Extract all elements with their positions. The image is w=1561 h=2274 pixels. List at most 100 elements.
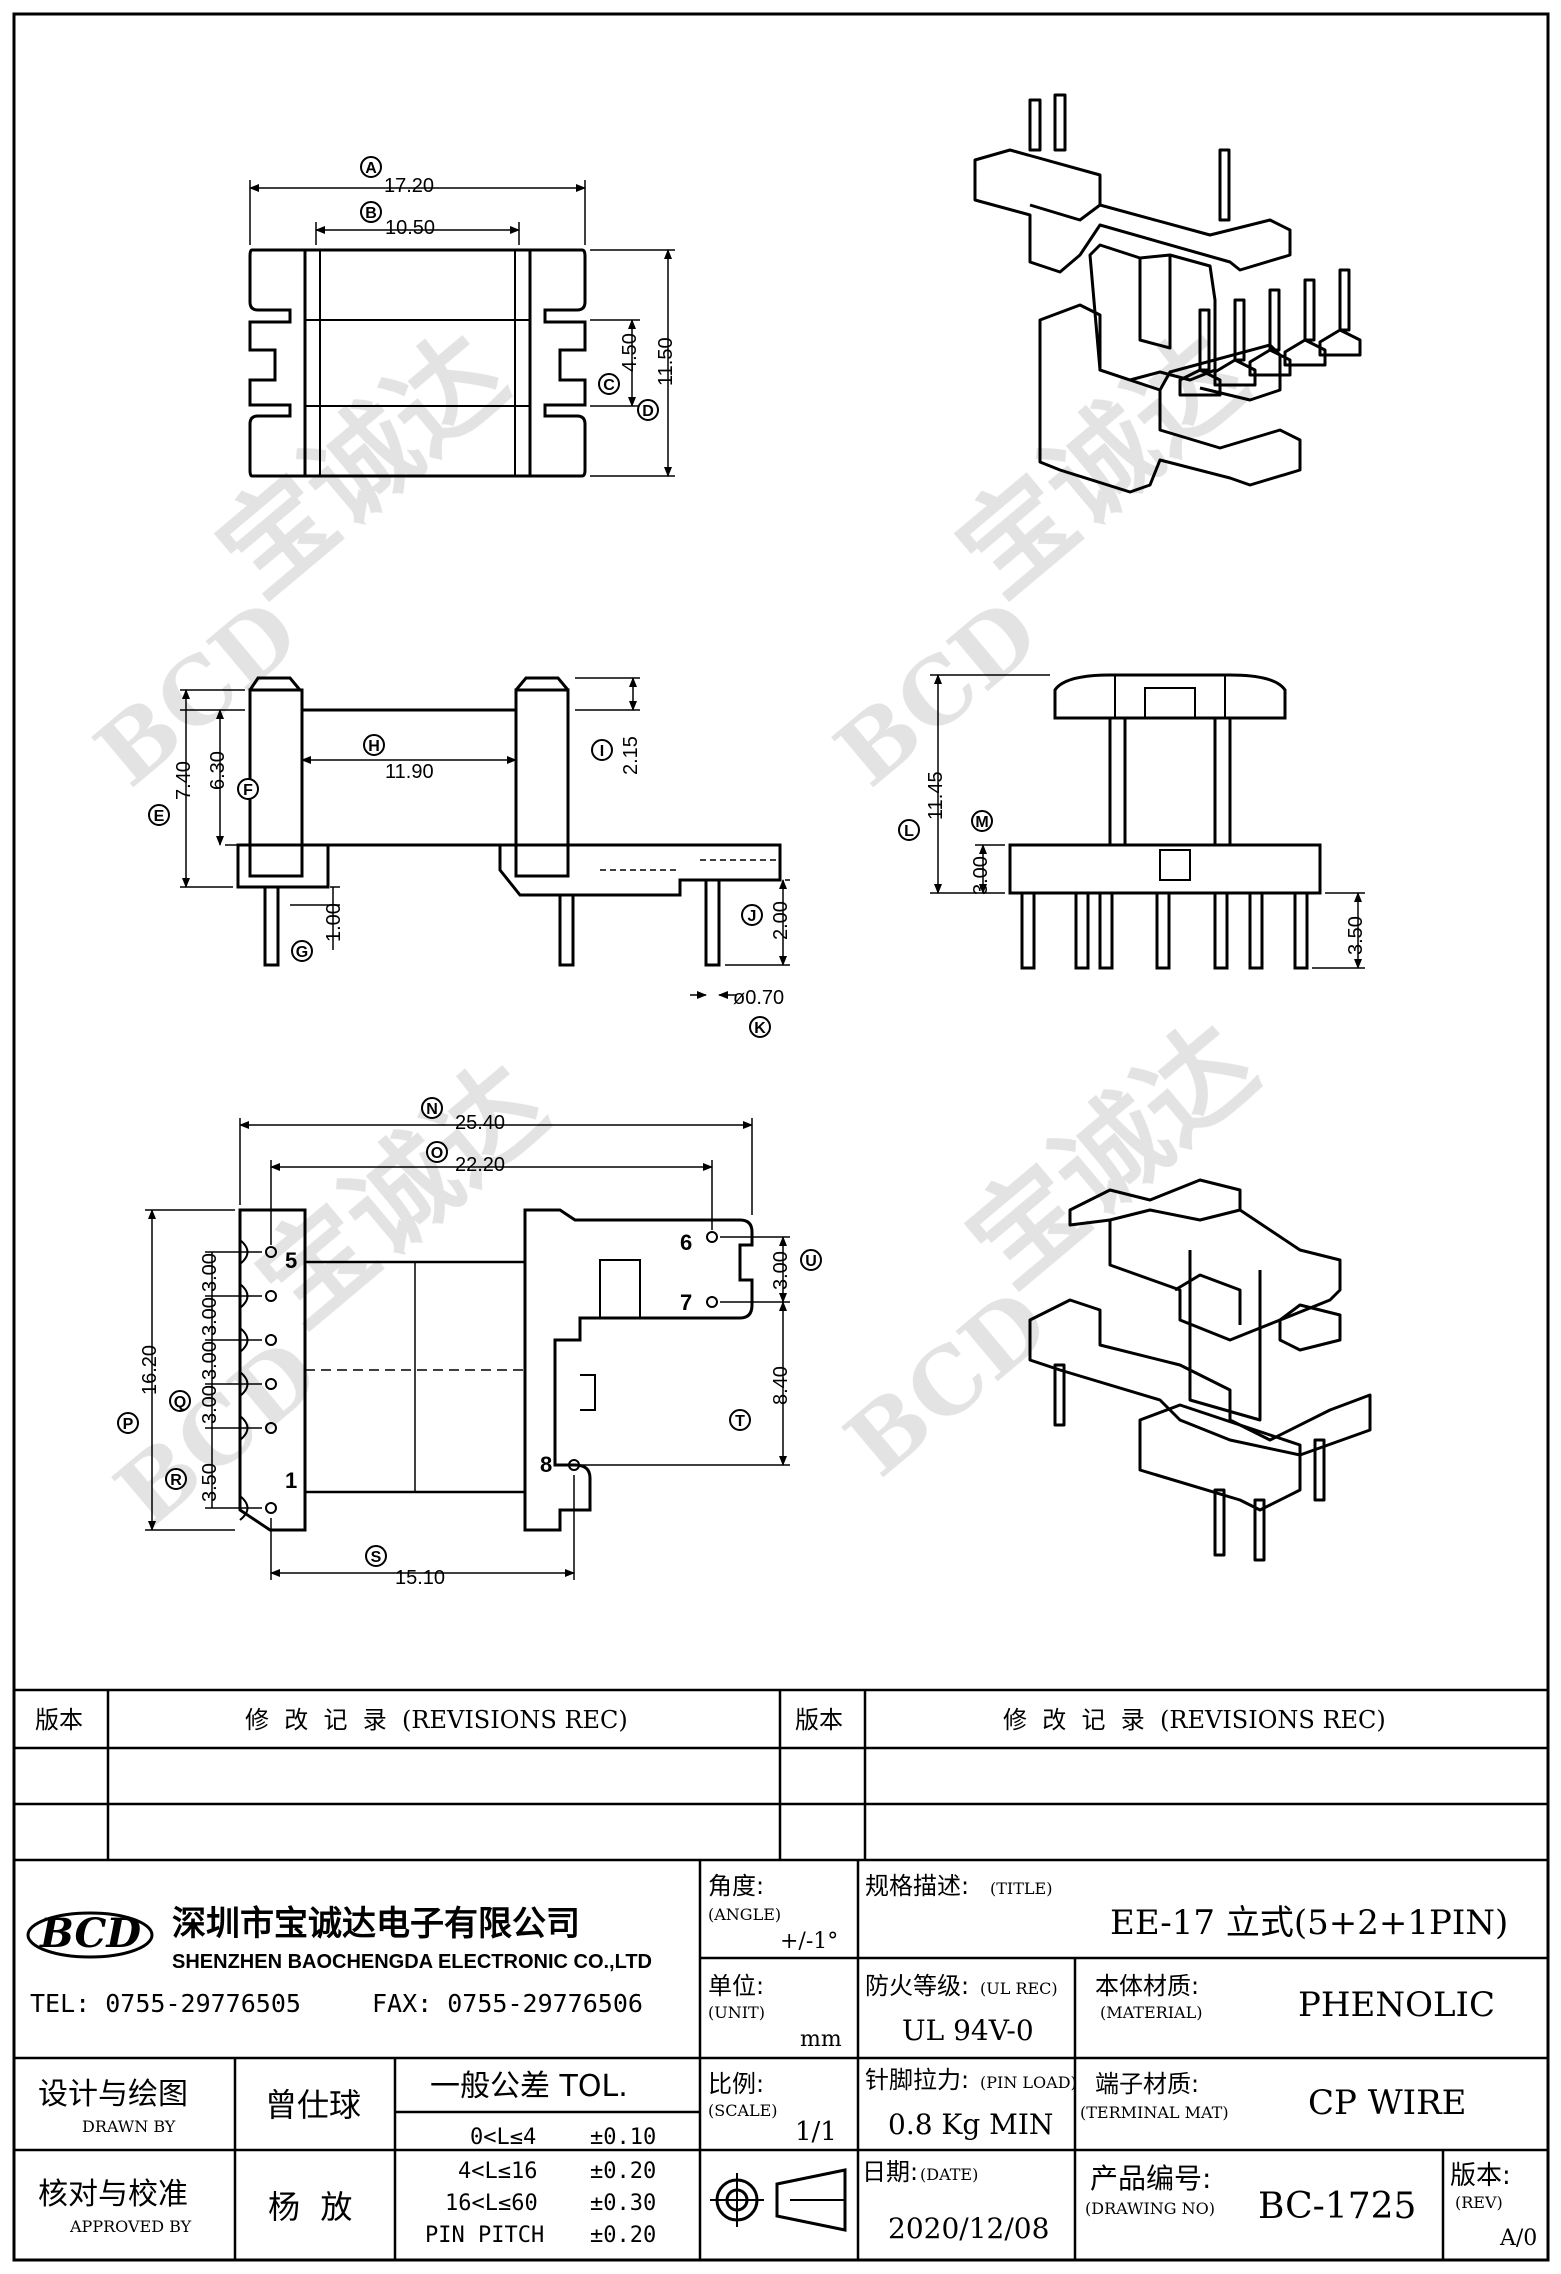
svg-text:H: H [368, 738, 380, 755]
tolerance-value: ±0.10 [590, 2125, 656, 2150]
angle-value: +/-1° [780, 1929, 838, 1954]
ul-label: 防火等级: [865, 1972, 969, 2000]
rev-value: A/0 [1499, 2226, 1537, 2251]
terminal-label: 端子材质: [1095, 2070, 1199, 2098]
approver-label-en: APPROVED BY [69, 2217, 192, 2236]
circled-labels: A B C D E F G H I J K L M N O P Q R S T … [117, 156, 993, 1567]
end-view-dimensions [930, 674, 1365, 969]
revision-col-records: 修 改 记 录 (REVISIONS REC) [245, 1706, 628, 1734]
iso-view-bottom [1028, 1178, 1372, 1562]
logo-text: BCD [39, 1910, 141, 1957]
pin-load-label: 针脚拉力: [865, 2066, 969, 2094]
tolerance-range: 16<L≤60 [445, 2191, 538, 2216]
svg-text:U: U [805, 1253, 817, 1270]
revision-col-records-2: 修 改 记 录 (REVISIONS REC) [1003, 1706, 1386, 1734]
dim-o-value: 22.20 [455, 1154, 505, 1176]
top-view-dim-text: 17.20 10.50 4.50 11.50 [384, 175, 677, 386]
label-m: M [971, 810, 993, 832]
label-t: T [729, 1409, 751, 1431]
svg-text:J: J [748, 908, 757, 925]
dim-j-value: 2.00 [770, 901, 792, 940]
dim-e-value: 7.40 [173, 761, 195, 800]
projection-symbol-icon [710, 2168, 847, 2232]
company-tel: TEL: 0755-29776505 [30, 1989, 301, 2018]
dim-f-value: 6.30 [207, 751, 229, 790]
svg-text:R: R [170, 1472, 182, 1489]
rev-label: 版本: [1450, 2161, 1511, 2191]
svg-text:A: A [365, 160, 377, 177]
end-view-dim-text: 11.45 3.00 3.50 [925, 771, 1367, 955]
side-view-dim-text: 7.40 6.30 11.90 2.15 1.00 2.00 ø0.70 [173, 736, 792, 1009]
side-view-dimensions [180, 677, 790, 999]
tolerance-range: PIN PITCH [425, 2223, 544, 2248]
rev-label-en: (REV) [1455, 2193, 1503, 2212]
watermark-text: 宝诚达 [194, 309, 530, 620]
svg-text:N: N [426, 1101, 438, 1118]
company-name-cn: 深圳市宝诚达电子有限公司 [172, 1904, 580, 1944]
label-a: A [360, 156, 382, 178]
tolerance-range: 4<L≤16 [458, 2159, 537, 2184]
svg-text:S: S [371, 1549, 382, 1566]
iso-view-top [973, 93, 1362, 494]
label-i: I [591, 739, 613, 761]
dim-r-value: 3.50 [199, 1463, 221, 1502]
svg-text:L: L [904, 823, 914, 840]
watermark-text: 宝诚达 [934, 309, 1270, 620]
svg-text:F: F [243, 782, 253, 799]
sheet-border [12, 12, 1550, 2262]
dim-n-value: 25.40 [455, 1112, 505, 1134]
svg-text:D: D [642, 403, 654, 420]
company-fax: FAX: 0755-29776506 [372, 1989, 643, 2018]
drawing-no-label: 产品编号: [1090, 2162, 1211, 2195]
revision-col-version-2: 版本 [795, 1706, 843, 1734]
designer-label: 设计与绘图 [38, 2077, 188, 2112]
label-k: K [749, 1016, 771, 1038]
unit-label: 单位: [708, 1972, 764, 2000]
bottom-view-pin-labels: 5 1 6 7 8 [285, 1230, 692, 1493]
svg-text:P: P [123, 1416, 134, 1433]
ul-label-en: (UL REC) [980, 1979, 1058, 1998]
designer-label-en: DRAWN BY [82, 2117, 176, 2136]
pin-load-value: 0.8 Kg MIN [888, 2108, 1053, 2141]
date-label-en: (DATE) [920, 2165, 978, 2184]
dim-q-value: 3.00 [199, 1385, 221, 1424]
label-r: R [165, 1468, 187, 1490]
tolerance-value: ±0.30 [590, 2191, 656, 2216]
dim-g-value: 1.00 [323, 903, 345, 942]
terminal-value: CP WIRE [1308, 2083, 1467, 2123]
dim-a-value: 17.20 [384, 175, 434, 197]
label-n: N [421, 1097, 443, 1119]
label-b: B [360, 201, 382, 223]
svg-text:O: O [431, 1145, 443, 1162]
revision-col-version: 版本 [35, 1706, 83, 1734]
approver-label: 核对与校准 [38, 2177, 188, 2212]
bottom-view [238, 1208, 754, 1532]
company-name-en: SHENZHEN BAOCHENGDA ELECTRONIC CO.,LTD [172, 1951, 652, 1973]
pin-label: 6 [680, 1230, 692, 1255]
bottom-view-dimensions [145, 1118, 790, 1580]
dim-l-value: 11.45 [925, 771, 947, 820]
date-value: 2020/12/08 [888, 2212, 1049, 2245]
approver-value: 杨 放 [268, 2188, 352, 2226]
side-view [236, 676, 782, 967]
material-value: PHENOLIC [1298, 1985, 1495, 2025]
dim-d-value: 11.50 [655, 337, 677, 386]
dim-pitch-value: 3.00 [199, 1297, 221, 1336]
pin-label: 7 [680, 1290, 692, 1315]
svg-text:T: T [735, 1413, 745, 1430]
unit-value: mm [800, 2027, 842, 2052]
svg-text:M: M [975, 814, 988, 831]
designer-value: 曾仕球 [265, 2086, 361, 2124]
company-logo: BCD [26, 1910, 154, 1959]
svg-text:K: K [754, 1020, 766, 1037]
label-d: D [637, 399, 659, 421]
label-c: C [598, 373, 620, 395]
tolerance-table: 0<L≤4 ±0.10 4<L≤16 ±0.20 16<L≤60 ±0.30 P… [425, 2125, 656, 2248]
dim-b-value: 10.50 [385, 217, 435, 239]
angle-label-en: (ANGLE) [708, 1905, 781, 1924]
label-f: F [237, 778, 259, 800]
title-value: EE-17 立式(5+2+1PIN) [1110, 1903, 1508, 1943]
dim-pitch-value: 3.00 [199, 1253, 221, 1292]
tolerance-label: 一般公差 TOL. [430, 2069, 628, 2104]
